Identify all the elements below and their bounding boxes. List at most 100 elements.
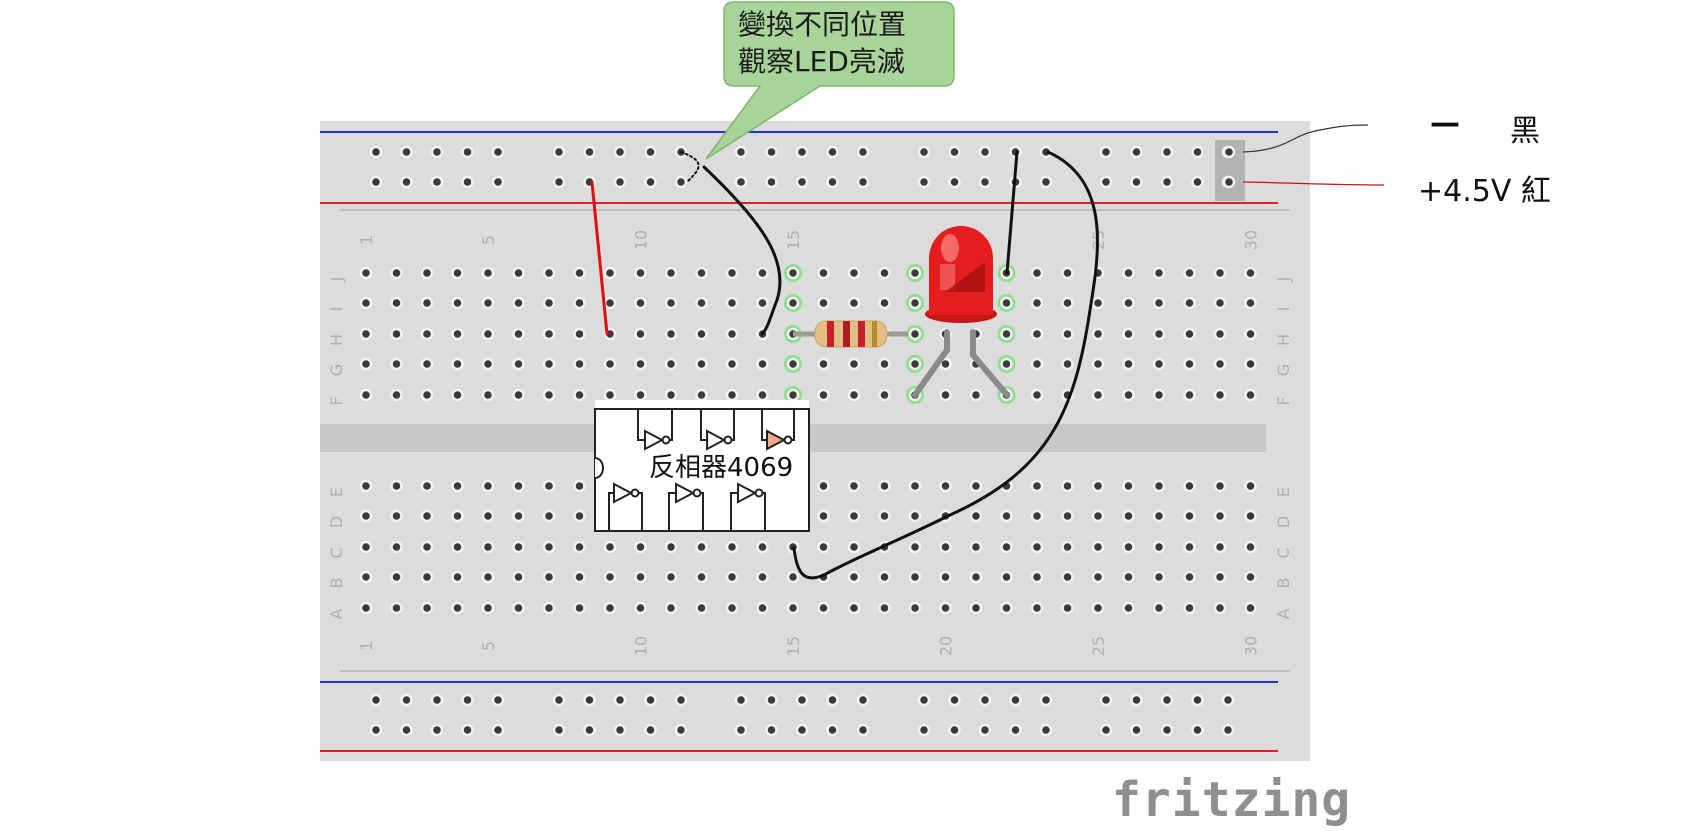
grid-hole-2C[interactable] <box>390 540 403 554</box>
grid-hole-10H[interactable] <box>634 327 647 341</box>
bottom-rail-hole[interactable] <box>1191 693 1204 707</box>
grid-hole-17G[interactable] <box>847 357 861 371</box>
grid-hole-30B[interactable] <box>1244 570 1257 584</box>
grid-hole-12F[interactable] <box>695 388 708 402</box>
top-rail-hole[interactable] <box>400 145 413 159</box>
grid-hole-30I[interactable] <box>1244 296 1257 310</box>
grid-hole-20F[interactable] <box>939 388 952 402</box>
bottom-rail-hole[interactable] <box>491 723 505 737</box>
grid-hole-14C[interactable] <box>756 540 769 554</box>
grid-hole-25G[interactable] <box>1091 357 1105 371</box>
grid-hole-23B[interactable] <box>1030 570 1044 584</box>
grid-hole-28C[interactable] <box>1183 540 1196 554</box>
top-rail-hole[interactable] <box>1099 175 1113 189</box>
grid-hole-16C[interactable] <box>817 540 830 554</box>
top-rail-hole[interactable] <box>613 175 627 189</box>
grid-hole-26E[interactable] <box>1122 479 1135 493</box>
grid-hole-10J[interactable] <box>634 266 647 280</box>
grid-hole-29C[interactable] <box>1213 540 1227 554</box>
grid-hole-7D[interactable] <box>542 509 556 523</box>
grid-hole-24A[interactable] <box>1061 601 1074 615</box>
grid-hole-11A[interactable] <box>664 601 678 615</box>
grid-hole-18A[interactable] <box>878 601 891 615</box>
grid-hole-20C[interactable] <box>939 540 952 554</box>
grid-hole-26I[interactable] <box>1122 296 1135 310</box>
grid-hole-28F[interactable] <box>1183 388 1196 402</box>
bottom-rail-hole[interactable] <box>826 723 839 737</box>
grid-hole-19I[interactable] <box>908 296 922 310</box>
grid-hole-16G[interactable] <box>817 357 830 371</box>
grid-hole-7H[interactable] <box>542 327 556 341</box>
grid-hole-21C[interactable] <box>969 540 983 554</box>
grid-hole-28H[interactable] <box>1183 327 1196 341</box>
grid-hole-18D[interactable] <box>878 509 891 523</box>
grid-hole-29I[interactable] <box>1213 296 1227 310</box>
bottom-rail-hole[interactable] <box>856 723 870 737</box>
bottom-rail-hole[interactable] <box>369 693 383 707</box>
grid-hole-4C[interactable] <box>451 540 464 554</box>
grid-hole-19B[interactable] <box>908 570 922 584</box>
top-rail-hole[interactable] <box>734 145 748 159</box>
grid-hole-25E[interactable] <box>1091 479 1105 493</box>
bottom-rail-hole[interactable] <box>1009 723 1022 737</box>
grid-hole-10G[interactable] <box>634 357 647 371</box>
bottom-rail-hole[interactable] <box>734 693 748 707</box>
top-rail-hole[interactable] <box>430 145 444 159</box>
grid-hole-14J[interactable] <box>756 266 769 280</box>
grid-hole-8E[interactable] <box>573 479 586 493</box>
grid-hole-2F[interactable] <box>390 388 403 402</box>
bottom-rail-hole[interactable] <box>552 693 566 707</box>
grid-hole-28I[interactable] <box>1183 296 1196 310</box>
grid-hole-15G[interactable] <box>786 357 800 371</box>
bottom-rail-hole[interactable] <box>613 723 627 737</box>
grid-hole-30C[interactable] <box>1244 540 1257 554</box>
grid-hole-3B[interactable] <box>420 570 434 584</box>
grid-hole-27D[interactable] <box>1152 509 1166 523</box>
bottom-rail-hole[interactable] <box>461 723 474 737</box>
top-rail-hole[interactable] <box>552 145 566 159</box>
grid-hole-7F[interactable] <box>542 388 556 402</box>
bottom-rail-hole[interactable] <box>1160 693 1174 707</box>
bottom-rail-hole[interactable] <box>552 723 566 737</box>
grid-hole-7G[interactable] <box>542 357 556 371</box>
grid-hole-14I[interactable] <box>756 296 769 310</box>
grid-hole-27B[interactable] <box>1152 570 1166 584</box>
grid-hole-24I[interactable] <box>1061 296 1074 310</box>
grid-hole-11F[interactable] <box>664 388 678 402</box>
grid-hole-5D[interactable] <box>481 509 495 523</box>
grid-hole-9F[interactable] <box>603 388 617 402</box>
grid-hole-27J[interactable] <box>1152 266 1166 280</box>
grid-hole-2D[interactable] <box>390 509 403 523</box>
grid-hole-26J[interactable] <box>1122 266 1135 280</box>
grid-hole-7J[interactable] <box>542 266 556 280</box>
top-rail-hole[interactable] <box>1191 145 1204 159</box>
grid-hole-6A[interactable] <box>512 601 525 615</box>
grid-hole-7A[interactable] <box>542 601 556 615</box>
grid-hole-15I[interactable] <box>786 296 800 310</box>
grid-hole-17A[interactable] <box>847 601 861 615</box>
grid-hole-1J[interactable] <box>359 266 373 280</box>
top-rail-hole[interactable] <box>765 145 778 159</box>
bottom-rail-hole[interactable] <box>1191 723 1204 737</box>
grid-hole-20E[interactable] <box>939 479 952 493</box>
grid-hole-26B[interactable] <box>1122 570 1135 584</box>
grid-hole-9J[interactable] <box>603 266 617 280</box>
grid-hole-22C[interactable] <box>1000 540 1013 554</box>
grid-hole-28E[interactable] <box>1183 479 1196 493</box>
top-rail-hole[interactable] <box>826 175 839 189</box>
grid-hole-7B[interactable] <box>542 570 556 584</box>
top-rail-hole[interactable] <box>765 175 778 189</box>
grid-hole-8D[interactable] <box>573 509 586 523</box>
grid-hole-29J[interactable] <box>1213 266 1227 280</box>
grid-hole-16E[interactable] <box>817 479 830 493</box>
grid-hole-17J[interactable] <box>847 266 861 280</box>
grid-hole-27G[interactable] <box>1152 357 1166 371</box>
top-rail-hole[interactable] <box>461 145 474 159</box>
grid-hole-23G[interactable] <box>1030 357 1044 371</box>
grid-hole-20A[interactable] <box>939 601 952 615</box>
grid-hole-19J[interactable] <box>908 266 922 280</box>
grid-hole-14B[interactable] <box>756 570 769 584</box>
grid-hole-18E[interactable] <box>878 479 891 493</box>
grid-hole-5I[interactable] <box>481 296 495 310</box>
grid-hole-10A[interactable] <box>634 601 647 615</box>
